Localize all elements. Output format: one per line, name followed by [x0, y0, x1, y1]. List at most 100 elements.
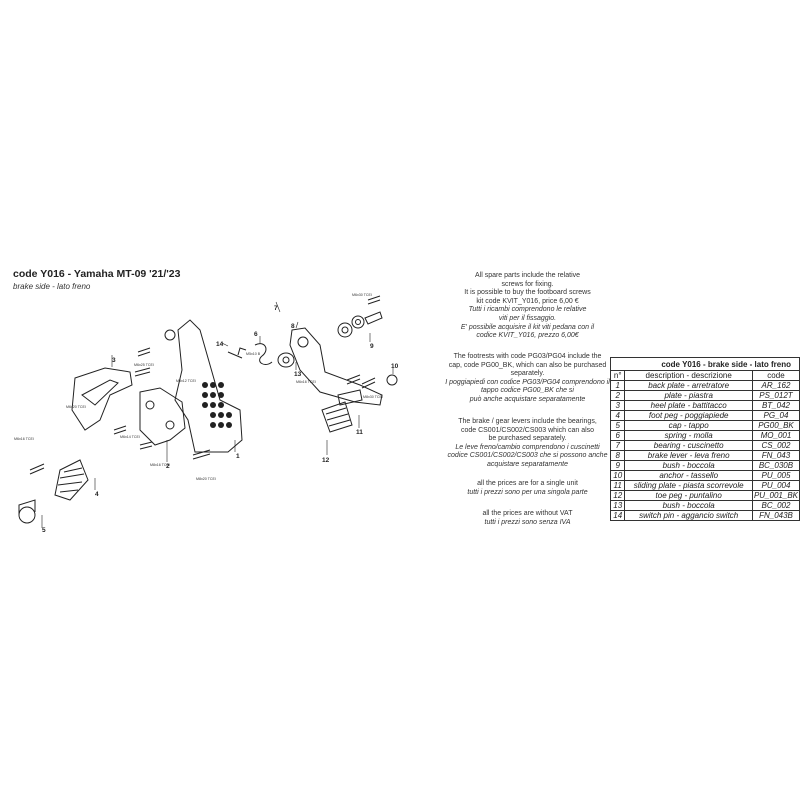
svg-text:M8x30 TCEI: M8x30 TCEI	[363, 395, 383, 399]
note-prices: all the prices are for a single unit tut…	[467, 480, 588, 496]
callout-1: 1	[236, 453, 240, 460]
callout-6: 6	[254, 331, 258, 338]
row-number: 6	[609, 430, 626, 441]
note-vat: all the prices are without VAT tutti i p…	[482, 510, 573, 526]
row-description: switch pin - aggancio switch	[624, 510, 753, 521]
note-footrests: The footrests with code PG03/PG04 includ…	[445, 353, 610, 403]
row-code: PS_012T	[751, 390, 800, 401]
row-description: heel plate - battitacco	[624, 400, 753, 411]
row-number: 7	[609, 440, 626, 451]
row-number: 4	[609, 410, 626, 421]
diagram-title: code Y016 - Yamaha MT-09 '21/'23	[13, 268, 181, 280]
svg-text:M6x20 TCEI: M6x20 TCEI	[66, 405, 86, 409]
row-description: toe peg - puntalino	[624, 490, 753, 501]
bush-13-drawing	[277, 352, 295, 368]
cap-drawing	[18, 499, 36, 524]
leader-lines	[41, 301, 394, 528]
plate-drawing	[139, 387, 186, 446]
row-description: bearing - cuscinetto	[624, 440, 753, 451]
svg-text:M8x12 TCEI: M8x12 TCEI	[176, 379, 196, 383]
parts-table: code Y016 - brake side - lato freno n° d…	[609, 357, 800, 521]
callout-14: 14	[216, 341, 224, 348]
callout-11: 11	[356, 429, 363, 436]
row-description: sliding plate - piasta scorrevole	[624, 480, 753, 491]
row-number: 11	[609, 480, 626, 491]
row-description: foot peg - poggiapiede	[624, 410, 753, 421]
row-code: BC_002	[751, 500, 800, 511]
note-bearings: The brake / gear levers include the bear…	[447, 418, 608, 468]
anchor-drawing	[386, 374, 398, 386]
svg-text:M5x10 B: M5x10 B	[246, 352, 261, 356]
exploded-parts-diagram: 1 2 3 4 5 6 7 8 9 10 11 12 13 14 M6x30 T…	[14, 293, 399, 534]
row-description: cap - tappo	[624, 420, 753, 431]
screws	[29, 295, 381, 475]
heel-plate-drawing	[71, 367, 133, 431]
row-code: PG_04	[751, 410, 800, 421]
row-description: spring - molla	[624, 430, 753, 441]
foot-peg-drawing	[54, 459, 89, 501]
row-description: bush - boccola	[624, 500, 753, 511]
row-number: 10	[609, 470, 626, 481]
row-description: anchor - tassello	[624, 470, 753, 481]
note-screws: All spare parts include the relative scr…	[460, 272, 595, 340]
spring-drawing	[254, 343, 273, 365]
back-plate-drawing	[174, 319, 243, 453]
header-code: code	[751, 370, 800, 381]
svg-text:M6x30 TCEI: M6x30 TCEI	[352, 293, 372, 297]
svg-text:M6x25 TCEI: M6x25 TCEI	[134, 363, 154, 367]
row-code: PU_001_BK	[751, 490, 800, 501]
callout-5: 5	[42, 527, 46, 534]
bush-drawing	[337, 311, 383, 338]
callout-numbers: 1 2 3 4 5 6 7 8 9 10 11 12 13 14	[42, 305, 399, 534]
brake-lever-drawing	[289, 327, 383, 406]
row-code: PG00_BK	[751, 420, 800, 431]
callout-12: 12	[322, 457, 330, 464]
svg-text:M8x20 TCEI: M8x20 TCEI	[196, 477, 216, 481]
svg-text:M6x14 TCEI: M6x14 TCEI	[120, 435, 140, 439]
callout-10: 10	[391, 363, 399, 370]
table-title: code Y016 - brake side - lato freno	[610, 357, 800, 371]
toe-peg-drawing	[321, 401, 353, 433]
callout-3: 3	[112, 357, 116, 364]
row-code: BC_030B	[751, 460, 800, 471]
row-code: MO_001	[751, 430, 800, 441]
callout-4: 4	[95, 491, 99, 498]
row-number: 13	[609, 500, 626, 511]
svg-text:M6x16 TCEI: M6x16 TCEI	[14, 437, 34, 441]
row-code: PU_005	[751, 470, 800, 481]
callout-9: 9	[370, 343, 374, 350]
callout-13: 13	[294, 371, 302, 378]
row-number: 14	[609, 510, 626, 521]
row-description: bush - boccola	[624, 460, 753, 471]
header-number: n°	[609, 370, 626, 381]
row-code: FN_043B	[751, 510, 800, 521]
header-description: description - descrizione	[624, 370, 753, 381]
row-code: PU_004	[751, 480, 800, 491]
row-code: AR_162	[751, 380, 800, 391]
sliding-plate-drawing	[337, 389, 363, 406]
row-number: 12	[609, 490, 626, 501]
back-plate-holes	[202, 382, 232, 428]
row-number: 2	[609, 390, 626, 401]
svg-text:M8x16 TCEI: M8x16 TCEI	[150, 463, 170, 467]
row-number: 8	[609, 450, 626, 461]
row-code: BT_042	[751, 400, 800, 411]
row-code: CS_002	[751, 440, 800, 451]
row-number: 5	[609, 420, 626, 431]
switch-pin-drawing	[227, 347, 247, 359]
row-description: plate - piastra	[624, 390, 753, 401]
row-number: 1	[609, 380, 626, 391]
